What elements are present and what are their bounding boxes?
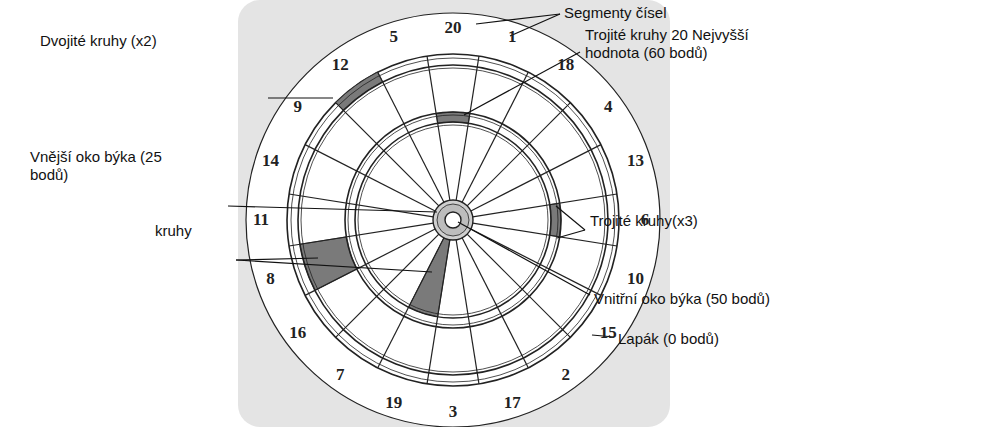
leader-line [510, 14, 560, 36]
callout-label: Vnější oko býka (25 bodů) [30, 148, 165, 184]
leader-line [236, 260, 432, 272]
leader-line [464, 52, 580, 115]
callout-label: Segmenty čísel [564, 4, 667, 22]
double-outer [287, 54, 619, 386]
board [287, 54, 619, 386]
callout-label: Trojité kruhy 20 Nejvyšší hodnota (60 bo… [585, 26, 790, 62]
segment-number: 7 [336, 365, 345, 385]
segment-number: 2 [562, 365, 571, 385]
double-outer-inner [291, 58, 615, 382]
segment-number: 12 [332, 55, 349, 75]
segment-wire [456, 56, 479, 200]
segment-wire [456, 240, 479, 384]
segment-wire [427, 240, 450, 384]
segment-wire [305, 145, 435, 211]
leader-line [556, 206, 585, 230]
outer-bull-b [437, 204, 469, 236]
segment-wire [427, 56, 450, 200]
segment-number: 4 [604, 97, 613, 117]
segment-number: 9 [293, 97, 302, 117]
segment-number: 16 [289, 323, 306, 343]
segment-number: 18 [557, 55, 574, 75]
triple-inner-b [358, 125, 548, 315]
segment-wire [462, 238, 528, 368]
double-inner-b [301, 68, 605, 372]
segment-wire [378, 238, 444, 368]
triple-outer [345, 112, 561, 328]
triple-inner [355, 122, 551, 318]
segment-wire [336, 103, 439, 206]
segment-number: 13 [627, 151, 644, 171]
segment-wires [289, 56, 617, 384]
leader-line [557, 230, 585, 238]
segment-number: 5 [389, 27, 398, 47]
segment-wire [378, 72, 444, 202]
segment-wire [467, 234, 570, 337]
callout-label: Lapák (0 bodů) [618, 330, 719, 348]
leader-line [236, 258, 318, 260]
segment-number: 11 [253, 210, 269, 230]
segment-number: 14 [262, 151, 279, 171]
leader-line [458, 222, 590, 295]
segment-number: 1 [508, 27, 517, 47]
segment-number: 19 [385, 393, 402, 413]
segment-wire [336, 234, 439, 337]
double-inner [298, 65, 608, 375]
shaded-segments [300, 72, 561, 317]
segment-number: 17 [504, 393, 521, 413]
segment-wire [471, 145, 601, 211]
segment-number: 6 [641, 210, 650, 230]
triple-outer-b [348, 115, 558, 325]
callout-label: Dvojité kruhy (x2) [40, 32, 157, 50]
inner-bull [445, 212, 461, 228]
segment-number: 15 [600, 323, 617, 343]
segment-number: 3 [449, 402, 458, 422]
segment-wire [462, 72, 528, 202]
callout-label: Vnitřní oko býka (50 bodů) [594, 290, 770, 308]
segment-wire [305, 229, 435, 295]
segment-wire [289, 223, 433, 246]
segment-number: 8 [266, 269, 275, 289]
segment-wire [471, 229, 601, 295]
segment-wire [467, 103, 570, 206]
callout-label: kruhy [155, 222, 192, 240]
leader-lines [228, 14, 614, 337]
segment-wire [289, 194, 433, 217]
segment-number: 10 [627, 269, 644, 289]
segment-number: 20 [445, 18, 462, 38]
outer-bull [433, 200, 473, 240]
